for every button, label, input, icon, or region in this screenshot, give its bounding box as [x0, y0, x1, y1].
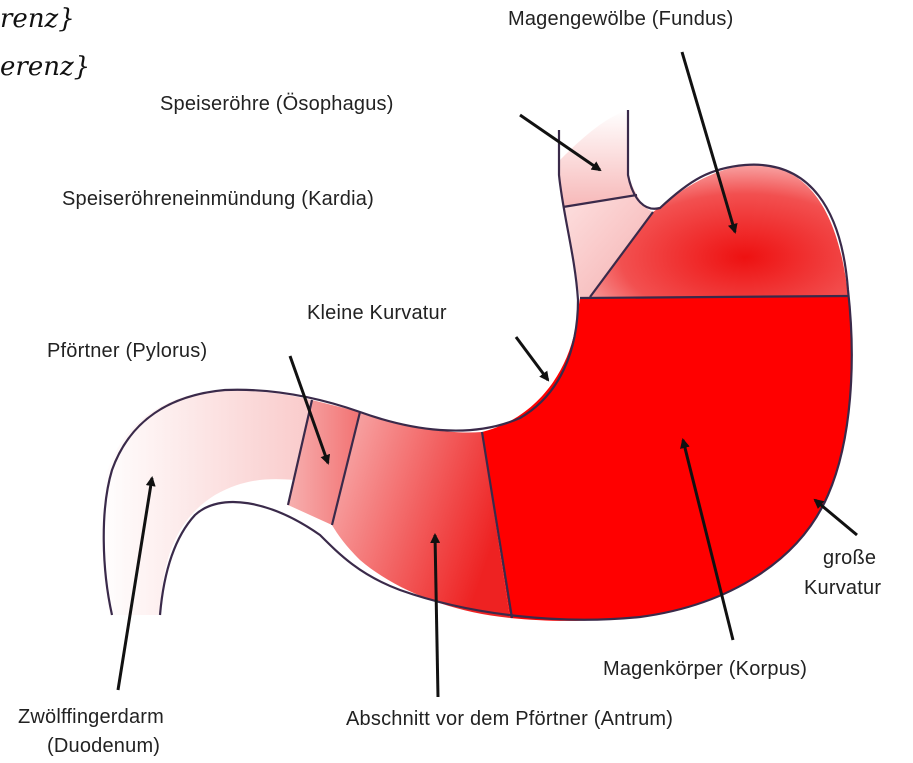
label-duodenum-line2: (Duodenum) — [47, 735, 160, 758]
label-greater-curvature-line1: große — [823, 547, 876, 570]
label-pylorus: Pförtner (Pylorus) — [47, 340, 207, 363]
esophagus-region — [560, 110, 637, 207]
arrow-lesser-curvature — [516, 337, 548, 380]
label-lesser-curvature: Kleine Kurvatur — [307, 302, 447, 325]
label-corpus: Magenkörper (Korpus) — [603, 658, 807, 681]
label-cardia: Speiseröhreneinmündung (Kardia) — [62, 188, 374, 211]
label-esophagus: Speiseröhre (Ösophagus) — [160, 93, 394, 116]
duodenum-region — [99, 391, 312, 615]
label-antrum: Abschnitt vor dem Pförtner (Antrum) — [346, 708, 673, 731]
label-duodenum-line1: Zwölffingerdarm — [18, 706, 164, 729]
label-fundus: Magengewölbe (Fundus) — [508, 8, 733, 31]
arrow-greater-curvature — [815, 500, 857, 535]
label-greater-curvature-line2: Kurvatur — [804, 577, 881, 600]
corpus-region — [482, 296, 851, 621]
